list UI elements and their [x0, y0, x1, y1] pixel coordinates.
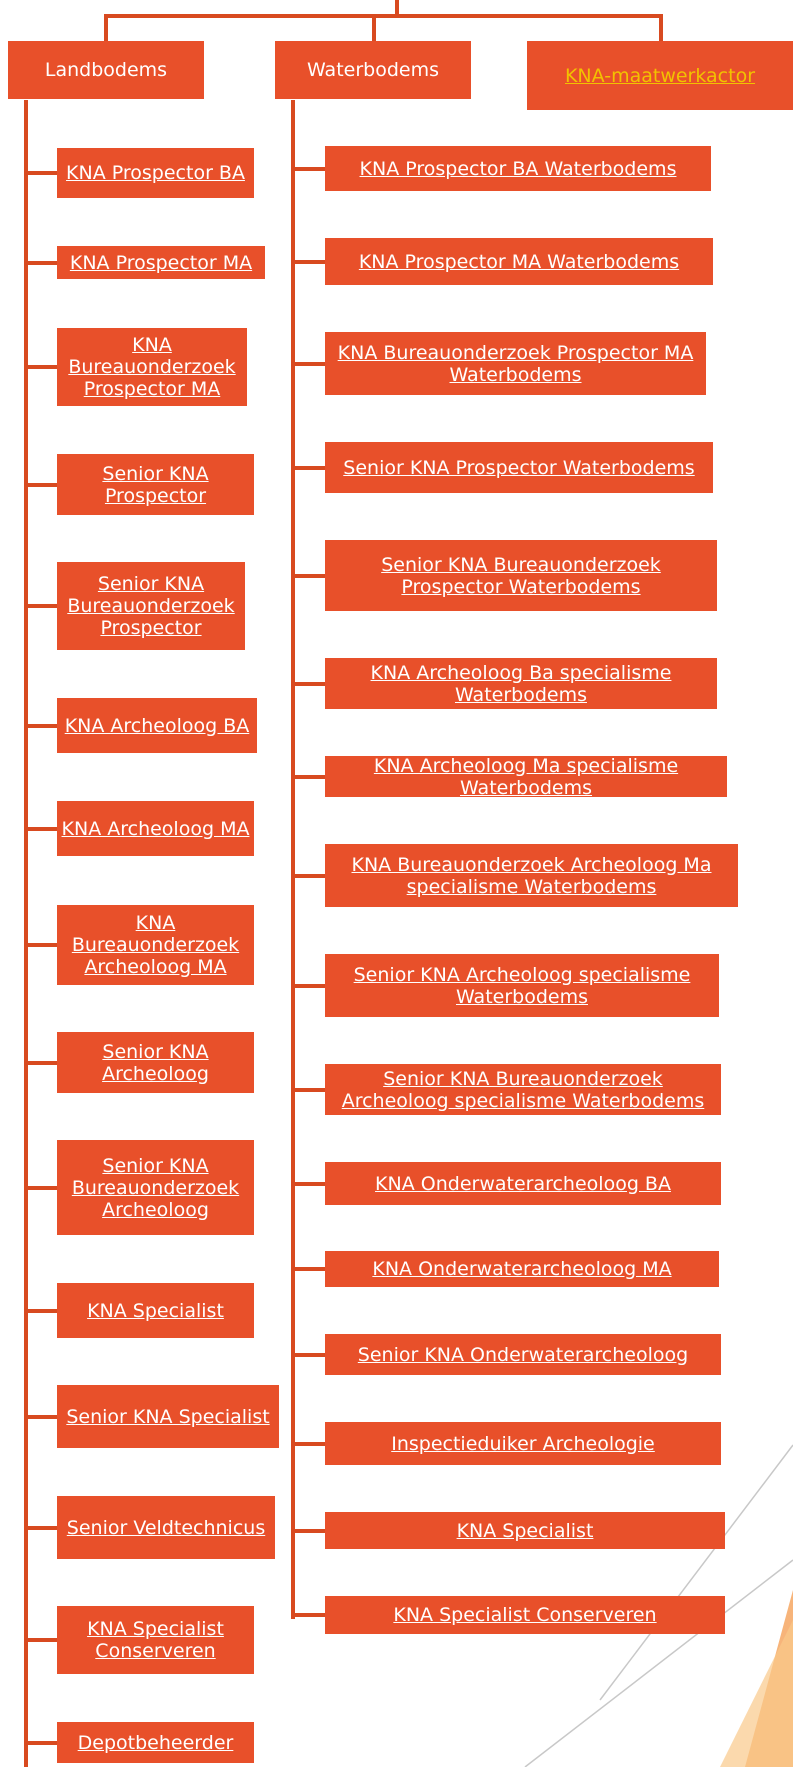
connector-stub [291, 167, 325, 171]
connector-stub [291, 1353, 325, 1357]
land-item[interactable]: KNA Specialist [57, 1283, 254, 1338]
connector-stub [24, 724, 57, 728]
connector-stub [24, 1638, 57, 1642]
connector-stub [24, 604, 57, 608]
maatwerk-drop [659, 14, 663, 42]
connector-stub [24, 365, 57, 369]
connector-stub [24, 1415, 57, 1419]
connector-stub [291, 362, 325, 366]
connector-stub [291, 1442, 325, 1446]
water-item[interactable]: Inspectieduiker Archeologie [325, 1422, 721, 1465]
connector-stub [291, 1529, 325, 1533]
land-item[interactable]: KNA Prospector MA [57, 246, 265, 279]
header-waterbodems: Waterbodems [275, 41, 471, 99]
connector-stub [291, 1613, 325, 1617]
connector-stub [24, 171, 57, 175]
land-item[interactable]: KNA Archeoloog MA [57, 801, 254, 856]
water-spine [291, 100, 295, 1619]
land-item[interactable]: KNA Prospector BA [57, 148, 254, 198]
connector-stub [291, 874, 325, 878]
connector-stub [291, 682, 325, 686]
water-item[interactable]: KNA Prospector MA Waterbodems [325, 238, 713, 285]
land-spine [24, 100, 28, 1767]
connector-stub [24, 1309, 57, 1313]
water-item[interactable]: Senior KNA Bureauonderzoek Prospector Wa… [325, 540, 717, 611]
land-item[interactable]: Senior KNA Archeoloog [57, 1032, 254, 1093]
water-item[interactable]: KNA Bureauonderzoek Prospector MA Waterb… [325, 332, 706, 395]
water-item[interactable]: KNA Specialist Conserveren [325, 1596, 725, 1634]
land-item[interactable]: Senior KNA Specialist [57, 1385, 279, 1448]
water-item[interactable]: KNA Onderwaterarcheoloog BA [325, 1162, 721, 1205]
connector-stub [291, 260, 325, 264]
water-item[interactable]: KNA Archeoloog Ma specialisme Waterbodem… [325, 755, 727, 799]
connector-stub [24, 1741, 57, 1745]
connector-stub [291, 1267, 325, 1271]
connector-stub [291, 984, 325, 988]
water-item[interactable]: Senior KNA Archeoloog specialisme Waterb… [325, 954, 719, 1017]
water-item[interactable]: KNA Prospector BA Waterbodems [325, 146, 711, 191]
connector-stub [291, 574, 325, 578]
land-item[interactable]: Senior KNA Bureauonderzoek Archeoloog [57, 1140, 254, 1235]
top-branch-line [104, 14, 663, 18]
connector-stub [24, 261, 57, 265]
connector-stub [291, 775, 325, 779]
water-item[interactable]: KNA Archeoloog Ba specialisme Waterbodem… [325, 658, 717, 709]
water-drop [372, 14, 376, 42]
land-item[interactable]: Senior KNA Bureauonderzoek Prospector [57, 562, 245, 650]
water-item[interactable]: KNA Bureauonderzoek Archeoloog Ma specia… [325, 844, 738, 907]
connector-stub [291, 466, 325, 470]
water-item[interactable]: KNA Specialist [325, 1512, 725, 1549]
connector-stub [24, 827, 57, 831]
land-item[interactable]: Depotbeheerder [57, 1722, 254, 1763]
header-landbodems: Landbodems [8, 41, 204, 99]
land-item[interactable]: Senior KNA Prospector [57, 454, 254, 515]
connector-stub [24, 483, 57, 487]
water-item[interactable]: Senior KNA Prospector Waterbodems [325, 442, 713, 493]
connector-stub [291, 1088, 325, 1092]
land-item[interactable]: KNA Archeoloog BA [57, 698, 257, 753]
water-item[interactable]: KNA Onderwaterarcheoloog MA [325, 1251, 719, 1287]
water-item[interactable]: Senior KNA Bureauonderzoek Archeoloog sp… [325, 1064, 721, 1115]
root-connector [395, 0, 399, 18]
water-item[interactable]: Senior KNA Onderwaterarcheoloog [325, 1334, 721, 1375]
header-kna-maatwerkactor-link[interactable]: KNA-maatwerkactor [527, 41, 793, 110]
land-item[interactable]: Senior Veldtechnicus [57, 1496, 275, 1559]
connector-stub [291, 1182, 325, 1186]
land-item[interactable]: KNA Specialist Conserveren [57, 1606, 254, 1674]
land-item[interactable]: KNA Bureauonderzoek Archeoloog MA [57, 905, 254, 985]
land-item[interactable]: KNA Bureauonderzoek Prospector MA [57, 328, 247, 406]
connector-stub [24, 1061, 57, 1065]
connector-stub [24, 1186, 57, 1190]
connector-stub [24, 1526, 57, 1530]
land-drop [104, 14, 108, 42]
connector-stub [24, 943, 57, 947]
